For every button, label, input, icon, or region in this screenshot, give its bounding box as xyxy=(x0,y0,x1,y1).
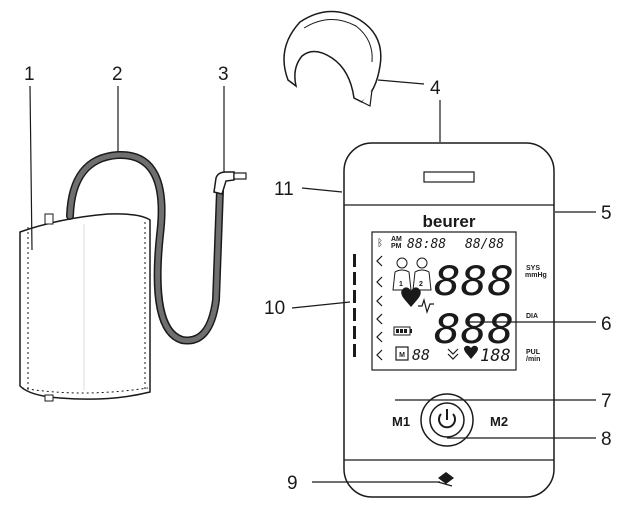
heart-icon xyxy=(464,345,478,359)
callout-2: 2 xyxy=(112,64,123,85)
cuff-socket-opening xyxy=(423,171,475,183)
callout-11: 11 xyxy=(274,179,294,200)
memory-digits: 88 xyxy=(412,346,430,364)
callout-5: 5 xyxy=(601,203,612,224)
sys-label: SYS xyxy=(526,265,540,272)
irregular-heartbeat-icon xyxy=(401,287,434,315)
callout-9: 9 xyxy=(287,473,298,494)
systolic-digits: 888 xyxy=(434,259,514,305)
leader-lines xyxy=(29,79,596,483)
callout-8: 8 xyxy=(601,429,612,450)
callout-3: 3 xyxy=(218,64,229,85)
lcd-display: ᛒ AM PM 88:88 88/88 1 2 888 888 xyxy=(353,231,517,371)
arm-cuff xyxy=(19,213,151,402)
memory-button-2-label: M2 xyxy=(490,414,508,429)
dia-label: DIA xyxy=(526,313,538,320)
chevron-down-icon xyxy=(447,348,459,360)
start-stop-button xyxy=(420,393,474,447)
svg-text:2: 2 xyxy=(419,281,423,288)
risk-indicator-scale xyxy=(353,254,356,357)
svg-text:1: 1 xyxy=(399,281,403,288)
air-tube xyxy=(66,150,224,345)
memory-icon: M xyxy=(399,352,405,359)
am-indicator: AM xyxy=(391,236,402,243)
time-digits: 88:88 xyxy=(407,237,446,252)
risk-pointer-arrows xyxy=(376,255,383,361)
sys-unit-label: mmHg xyxy=(525,272,547,279)
date-digits: 88/88 xyxy=(465,237,504,252)
power-icon xyxy=(438,413,456,429)
pulse-digits: 188 xyxy=(480,346,511,366)
callout-10: 10 xyxy=(264,298,285,319)
callout-6: 6 xyxy=(601,314,612,335)
pul-label: PUL xyxy=(526,349,541,356)
memory-icon-frame xyxy=(395,346,409,361)
user-1-icon: 1 xyxy=(392,257,412,291)
callout-7: 7 xyxy=(601,391,612,412)
callout-4: 4 xyxy=(430,78,441,99)
pulse-unit-label: /min xyxy=(526,356,540,363)
air-connector-plug xyxy=(213,171,247,195)
storage-pouch xyxy=(283,10,382,107)
callout-1: 1 xyxy=(24,64,35,85)
battery-icon xyxy=(393,326,412,336)
pm-indicator: PM xyxy=(391,243,402,250)
memory-button-1-label: M1 xyxy=(392,414,410,429)
diastolic-digits: 888 xyxy=(434,307,514,353)
cuff-symbol-icon xyxy=(437,472,454,487)
user-2-icon: 2 xyxy=(412,257,432,291)
bluetooth-icon: ᛒ xyxy=(377,238,383,249)
brand-logo: beurer xyxy=(423,212,476,231)
